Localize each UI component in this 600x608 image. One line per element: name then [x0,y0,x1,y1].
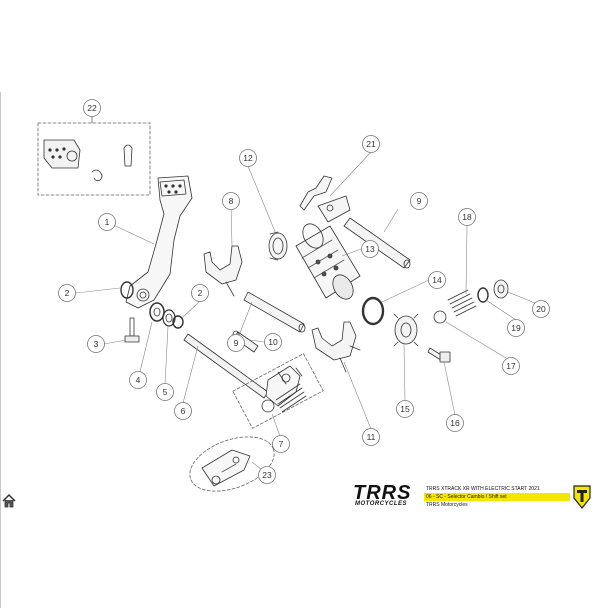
svg-text:11: 11 [367,432,376,442]
part-21-selector-cam [299,175,351,223]
svg-text:13: 13 [365,244,375,254]
svg-text:18: 18 [462,212,472,222]
svg-text:3: 3 [94,339,99,349]
part-14-circlip [361,296,385,326]
part-13-selector-drum [295,223,361,300]
part-22-footrest-kit [37,116,151,196]
callout-13: 13 [361,240,379,258]
callout-23: 23 [258,466,276,484]
callout-11: 11 [362,428,380,446]
callout-14: 14 [428,271,446,289]
callout-1: 1 [98,213,116,231]
callout-21: 21 [362,135,380,153]
brand-shield-icon [573,485,591,509]
part-2-o-ring-right [172,315,184,329]
svg-text:10: 10 [268,337,278,347]
svg-text:5: 5 [163,387,168,397]
svg-text:1: 1 [105,217,110,227]
callout-2: 2 [191,284,209,302]
svg-text:23: 23 [262,470,272,480]
callout-3: 3 [87,335,105,353]
svg-text:9: 9 [417,196,422,206]
page-border [0,92,1,608]
part-11-shift-fork [311,321,361,373]
callout-18: 18 [458,208,476,226]
model-title: TRRS XTRACK XR WITH ELECTRIC START 2021 [426,486,540,492]
callout-8: 8 [222,192,240,210]
part-3-bolt [124,317,140,343]
part-23-detail [189,436,275,492]
svg-text:14: 14 [432,275,442,285]
title-block-info: TRRS XTRACK XR WITH ELECTRIC START 2021 … [424,485,570,509]
svg-text:15: 15 [400,404,410,414]
callout-6: 6 [174,402,192,420]
logo-text: TRRS [353,482,412,504]
home-icon[interactable] [1,493,17,509]
callout-4: 4 [129,371,147,389]
part-2-o-ring-left [120,281,134,299]
svg-text:2: 2 [65,288,70,298]
svg-text:4: 4 [136,375,141,385]
part-18-spring [447,289,477,317]
part-4-washer [149,302,165,322]
svg-text:19: 19 [511,323,521,333]
callout-17: 17 [502,357,520,375]
callout-9: 9 [410,192,428,210]
trrs-logo: TRRS MOTORCYCLES [353,482,423,509]
svg-text:16: 16 [450,418,460,428]
part-16-bolt [427,347,451,363]
part-20-plug [493,279,509,299]
callout-7: 7 [272,435,290,453]
callout-2: 2 [58,284,76,302]
svg-text:20: 20 [536,304,546,314]
manufacturer-name: TRRS Motorcycles [426,502,468,508]
callout-5: 5 [156,383,174,401]
part-15-detent-star [393,313,419,347]
logo-subtext: MOTORCYCLES [355,501,408,507]
part-1-shift-lever [125,175,193,309]
callout-15: 15 [396,400,414,418]
callout-10: 10 [264,333,282,351]
part-6-shift-shaft [183,333,324,429]
svg-text:17: 17 [506,361,516,371]
section-title: 06 - SC - Selector Cambio / Shift set [424,493,570,501]
svg-text:7: 7 [279,439,284,449]
part-7-spring [261,383,307,413]
callout-12: 12 [239,149,257,167]
part-5-seal [162,309,176,327]
svg-text:22: 22 [87,103,97,113]
part-9-fork-shaft-left [243,291,306,333]
part-19-washer [477,287,489,303]
svg-text:2: 2 [198,288,203,298]
svg-text:9: 9 [234,338,239,348]
part-9-fork-shaft-right [343,217,411,269]
svg-text:21: 21 [366,139,376,149]
callout-16: 16 [446,414,464,432]
part-17-ball [433,310,447,324]
callout-9: 9 [227,334,245,352]
callout-22: 22 [83,99,101,117]
svg-text:12: 12 [243,153,253,163]
part-12-bearing [268,231,288,261]
svg-text:8: 8 [229,196,234,206]
svg-text:6: 6 [181,406,186,416]
callout-19: 19 [507,319,525,337]
callout-20: 20 [532,300,550,318]
part-8-shift-fork [203,245,243,297]
